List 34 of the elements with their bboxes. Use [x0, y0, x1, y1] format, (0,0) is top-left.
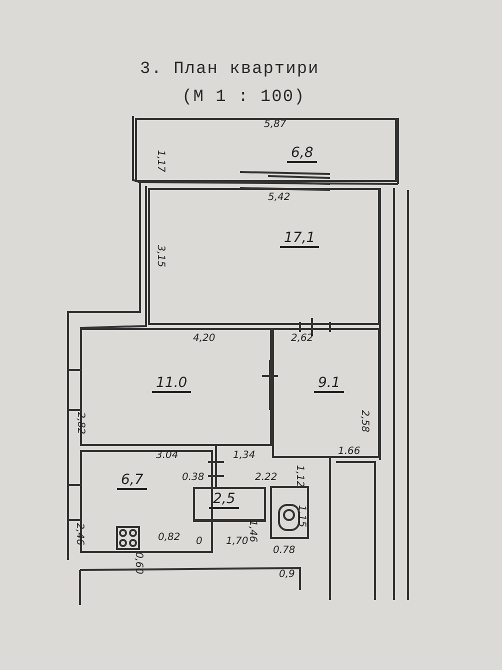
dimension-text: 0.38: [182, 472, 204, 483]
dimension-text: 0,82: [158, 532, 180, 543]
dimension-text: 2,46: [74, 523, 85, 546]
dimension-text: 1,12: [294, 465, 305, 488]
room-area: 2,5: [209, 491, 240, 509]
dimension-text: 2,62: [291, 333, 314, 344]
room-outline: [272, 328, 380, 458]
dimension-text: 0,9: [279, 569, 295, 580]
room-outline: [135, 118, 397, 182]
room-area: 6,8: [287, 145, 318, 163]
room-area: 11.0: [152, 375, 192, 393]
dimension-text: 5,42: [268, 192, 290, 203]
dimension-text: 1.66: [338, 446, 360, 457]
dimension-text: 1,17: [155, 150, 166, 172]
dimension-text: 0: [196, 536, 202, 547]
dimension-text: 1,15: [296, 505, 307, 528]
dimension-text: 1,34: [233, 450, 256, 461]
room-outline: [193, 487, 266, 521]
room-area: 6,7: [117, 472, 148, 490]
dimension-text: 2,82: [75, 412, 86, 434]
room-area: 9.1: [314, 375, 344, 393]
room-area: 17,1: [280, 230, 320, 248]
dimension-text: 3.04: [156, 450, 178, 461]
dimension-text: 1,46: [247, 520, 258, 542]
dimension-text: 3,15: [155, 245, 166, 268]
dimension-text: 2,58: [359, 410, 370, 432]
dimension-text: 4,20: [193, 333, 216, 344]
dimension-text: 2.22: [255, 472, 278, 483]
plan-title: 3. План квартири: [140, 60, 320, 79]
dimension-text: 0.78: [273, 545, 296, 556]
dimension-text: 5,87: [264, 119, 286, 130]
scale-note: (М 1 : 100): [182, 88, 306, 107]
room-outline: [148, 188, 380, 325]
dimension-text: 1,70: [226, 536, 248, 547]
